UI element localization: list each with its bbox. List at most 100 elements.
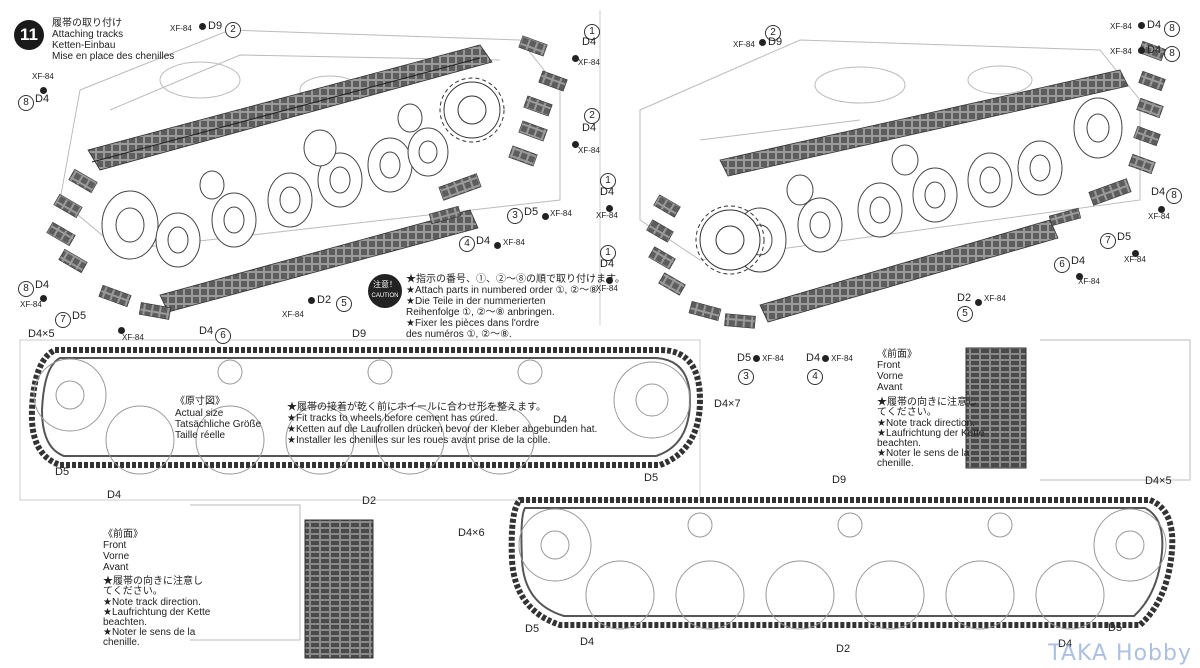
step-title-jp: 履帯の取り付け <box>52 18 122 29</box>
part-label: D5 <box>72 310 87 322</box>
paint-dot <box>1138 21 1145 29</box>
order-number: 8 <box>18 278 34 297</box>
fit-note-line: ★履帯の接着が乾く前にホイールに合わせ形を整えます。 <box>287 402 546 413</box>
part-label: D4 <box>476 235 491 247</box>
part-label: D5 <box>644 472 659 484</box>
front-note-line: beachten. <box>103 617 147 628</box>
part-label: D2 <box>306 294 331 306</box>
actual-size-jp: 《原寸図》 <box>175 396 225 407</box>
part-label-count: D4×5 <box>28 328 55 340</box>
paint-label: XF-84 <box>32 72 54 81</box>
paint-dot <box>572 141 579 149</box>
paint-label: XF-84 <box>1110 47 1132 56</box>
paint-dot <box>308 296 315 304</box>
paint-label: XF-84 <box>578 58 600 67</box>
part-label: D4 <box>1151 186 1166 198</box>
part-label: D9 <box>352 328 367 340</box>
order-number: 2 <box>765 22 781 41</box>
part-label: D5 <box>1117 231 1132 243</box>
paint-dot <box>1158 206 1165 214</box>
front-note-line: てください。 <box>103 586 163 597</box>
order-number: 5 <box>336 293 352 312</box>
caution-badge: 注意！CAUTION <box>368 274 402 308</box>
lower-track-right <box>759 219 1059 323</box>
paint-dot <box>975 299 982 307</box>
front-note-line: chenille. <box>877 458 914 469</box>
part-label: D9 <box>832 474 847 486</box>
part-label: D4 <box>582 36 597 48</box>
lower-track-left <box>159 209 479 313</box>
part-label: D4 <box>35 93 50 105</box>
part-label: D9 <box>757 36 782 48</box>
part-label: D4 <box>107 489 122 501</box>
front-note-line: ★Laufrichtung der Kette <box>877 428 985 439</box>
paint-dot <box>542 213 549 221</box>
front-note-line: てください。 <box>877 407 937 418</box>
upper-track-right <box>719 69 1129 177</box>
road-wheels-left <box>101 103 449 268</box>
paint-label: XF-84 <box>733 40 755 49</box>
step-number-badge: 11 <box>14 20 44 50</box>
paint-label: XF-84 <box>550 209 572 218</box>
order-number: 3 <box>738 366 754 385</box>
part-label: D5 <box>1108 622 1123 634</box>
part-label: D4 <box>1071 255 1086 267</box>
track-links-right <box>646 40 1166 329</box>
part-label-count: D4×7 <box>714 398 741 410</box>
order-number: 7 <box>1100 230 1116 249</box>
front-note-line: ★Laufrichtung der Kette <box>103 607 211 618</box>
actual-size-en: Actual size <box>175 408 224 419</box>
caution-line: ★指示の番号、①、②～⑧の順で取り付けます。 <box>406 274 625 285</box>
paint-dot <box>606 277 613 285</box>
paint-dot <box>572 55 579 63</box>
part-label: D2 <box>836 643 851 655</box>
front-note-line: ★Noter le sens de la <box>103 627 196 638</box>
actual-size-track-right <box>508 497 1176 630</box>
order-number: 7 <box>55 309 71 328</box>
upper-track-left <box>87 44 493 171</box>
front-view-track-left <box>304 519 374 659</box>
front-note-fr: Avant <box>877 382 903 393</box>
order-number: 8 <box>1164 18 1180 37</box>
paint-label: XF-84 <box>20 300 42 309</box>
order-number: 4 <box>807 366 823 385</box>
order-number: 8 <box>1164 43 1180 62</box>
caution-line: ★Attach parts in numbered order ①, ②～⑧. <box>406 285 601 296</box>
front-note-line: ★Note track direction. <box>103 597 201 608</box>
paint-dot <box>1076 273 1083 281</box>
fit-note-line: ★Fit tracks to wheels before cement has … <box>287 413 498 424</box>
front-note-en: Front <box>877 360 901 371</box>
part-label: D5 <box>525 623 540 635</box>
caution-line: ★Fixer les pièces dans l'ordre <box>406 318 540 329</box>
order-number: 1 <box>584 21 600 40</box>
paint-label: XF-84 <box>596 284 618 293</box>
part-label: D4 <box>580 636 595 648</box>
part-label: D4 <box>600 186 615 198</box>
part-label: D4 <box>582 122 597 134</box>
paint-dot <box>1138 46 1145 54</box>
part-label-count: D4×6 <box>458 527 485 539</box>
step-title-fr: Mise en place des chenilles <box>52 51 175 62</box>
part-label: D2 <box>362 495 377 507</box>
paint-label: XF-84 <box>282 310 304 319</box>
front-note-line: ★履帯の向きに注意し <box>877 397 977 408</box>
front-note-line: chenille. <box>103 637 140 648</box>
track-links-left <box>46 35 568 320</box>
front-view-track-right <box>965 347 1027 469</box>
front-note-en: Front <box>103 540 127 551</box>
actual-size-de: Tatsächliche Größe <box>175 419 262 430</box>
paint-dot <box>40 87 47 95</box>
front-note-line: beachten. <box>877 438 921 449</box>
order-number: 1 <box>600 242 616 261</box>
part-label: D4 <box>600 258 615 270</box>
part-label-count: D4×5 <box>1145 475 1172 487</box>
road-wheels-right <box>733 97 1123 273</box>
part-label: D4 <box>1136 19 1161 31</box>
caution-line: Reihenfolge ①, ②～⑧ anbringen. <box>406 307 555 318</box>
paint-label: XF-84 <box>1124 255 1146 264</box>
paint-label: XF-84 <box>1110 22 1132 31</box>
part-label: D4 <box>553 414 568 426</box>
paint-dot <box>118 327 125 335</box>
paint-dot <box>753 354 761 362</box>
